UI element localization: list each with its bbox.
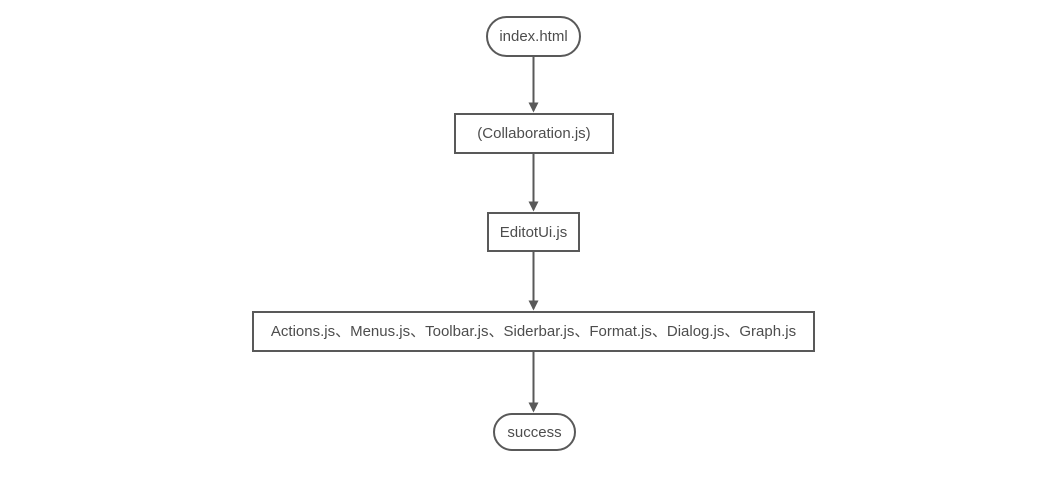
- node-label: Actions.js、Menus.js、Toolbar.js、Siderbar.…: [270, 323, 797, 340]
- node-label: (Collaboration.js): [477, 125, 591, 142]
- node-success: success: [493, 413, 576, 451]
- node-modules-list: Actions.js、Menus.js、Toolbar.js、Siderbar.…: [252, 311, 815, 352]
- node-editorui-js: EditotUi.js: [487, 212, 580, 252]
- node-index-html: index.html: [486, 16, 581, 57]
- node-label: EditotUi.js: [499, 223, 568, 241]
- node-collaboration-js: (Collaboration.js): [454, 113, 614, 154]
- node-label: index.html: [499, 28, 568, 45]
- node-label: success: [507, 423, 562, 441]
